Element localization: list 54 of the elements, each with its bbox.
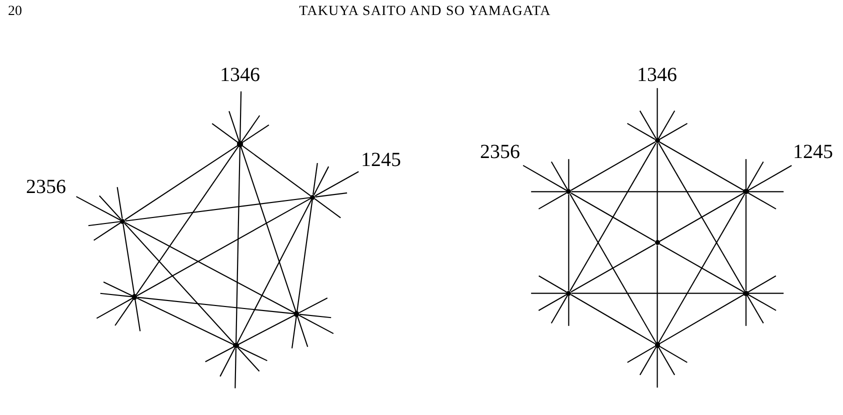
graph-edge <box>124 222 235 344</box>
graph-edge <box>125 197 310 222</box>
graph-edge <box>570 142 656 292</box>
vertex-dot <box>566 290 572 296</box>
graph-edge <box>136 298 234 346</box>
graph-edge <box>745 194 747 291</box>
vertex-dot <box>654 342 660 348</box>
graph-edge <box>568 194 570 291</box>
line-label: 1346 <box>220 65 260 85</box>
graph-edge <box>570 294 656 344</box>
vertex-dot <box>294 311 300 317</box>
graph-edge <box>656 245 658 342</box>
graph-edge <box>122 224 135 295</box>
graph-edge <box>658 142 746 292</box>
graph-edge <box>570 142 656 191</box>
page-number: 20 <box>8 5 22 19</box>
graph-edge <box>570 244 656 292</box>
graph-edge <box>570 192 656 242</box>
graph-edge <box>240 146 296 312</box>
vertex-dot <box>743 189 749 194</box>
graph-edge <box>236 199 312 344</box>
vertex-dot <box>566 189 572 194</box>
graph-edge <box>659 142 744 191</box>
vertex-dot <box>237 141 243 147</box>
vertex-dot <box>132 294 138 300</box>
vertex-dot <box>654 138 660 144</box>
line-label: 1346 <box>637 65 677 85</box>
graph-edge <box>136 198 311 296</box>
line-label: 2356 <box>26 177 66 197</box>
graph-edge <box>296 200 313 312</box>
graph-edge <box>570 194 656 344</box>
graph-edge <box>242 145 311 196</box>
graph-edge <box>137 296 294 314</box>
graph-edge <box>658 194 746 344</box>
line-label: 1245 <box>793 142 833 162</box>
vertex-dot <box>233 343 239 348</box>
graph-edge <box>659 244 744 292</box>
line-label: 2356 <box>480 142 520 162</box>
vertex-dot <box>120 218 126 224</box>
line-label: 1245 <box>361 150 401 170</box>
graph-edge <box>124 222 295 314</box>
vertex-dot <box>310 194 316 200</box>
vertex-dot <box>654 240 660 246</box>
graph-edge <box>659 192 744 242</box>
graph-edge <box>656 143 658 240</box>
graph-edge <box>124 144 238 220</box>
graph-edge <box>236 146 240 344</box>
graph-edge <box>136 146 239 296</box>
graph-edge <box>238 314 295 345</box>
graph-edge <box>571 292 744 294</box>
running-header: TAKUYA SAITO AND SO YAMAGATA <box>299 5 551 19</box>
graph-edge <box>571 191 744 192</box>
graph-edge <box>659 294 744 344</box>
vertex-dot <box>743 290 749 296</box>
